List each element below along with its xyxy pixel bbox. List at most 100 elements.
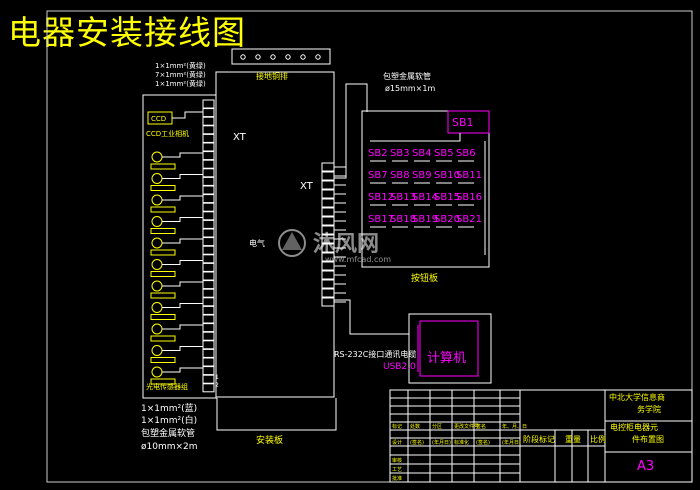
button-label: SB7 <box>368 170 388 181</box>
title-block-cell: 标准化 <box>454 439 469 446</box>
ccd-caption: CCD工业相机 <box>146 129 189 138</box>
sheet-size: A3 <box>637 459 654 474</box>
bottom-note-2: 1×1mm²(白) <box>141 414 197 426</box>
bottom-note-4: ø10mm×2m <box>141 442 198 452</box>
sensor-label-box <box>150 357 176 363</box>
title-block-cell: 标记 <box>392 423 402 430</box>
terminal-cell <box>202 116 215 126</box>
drawing-frame <box>46 10 693 483</box>
drawing-name: 电控柜电器元 <box>610 422 658 432</box>
xt-left-label: XT <box>233 132 247 143</box>
sensor-group <box>150 111 203 385</box>
sensor-label-box <box>150 378 176 385</box>
terminal-cell <box>202 159 215 169</box>
terminal-cell <box>321 171 335 181</box>
electrical-label: 电气 <box>249 238 265 248</box>
computer-label: 计算机 <box>427 351 466 366</box>
wire-note-3: 1×1mm²(黄绿) <box>155 79 206 88</box>
title-block-cell: 工艺 <box>392 467 402 473</box>
sensor-wire <box>162 152 203 158</box>
sensor-icon <box>151 173 163 184</box>
terminal-cell <box>202 168 215 178</box>
pipe-top-title: 包塑金属软管 <box>383 71 431 81</box>
watermark-url: www.mfcad.com <box>325 255 391 264</box>
sensor-wire <box>162 281 203 287</box>
company-name: 务学院 <box>637 404 661 414</box>
button-label: SB15 <box>434 192 460 203</box>
ground-hole <box>300 54 306 60</box>
terminal-cell <box>321 207 335 217</box>
terminal-num-2: 2 <box>215 382 219 389</box>
button-label: SB9 <box>412 170 432 181</box>
sensor-wire <box>162 346 203 351</box>
terminal-cell <box>202 357 215 367</box>
button-label: SB18 <box>390 214 416 225</box>
ccd-wire <box>172 111 203 119</box>
ccd-label: CCD <box>151 115 166 123</box>
button-label: SB11 <box>456 170 482 181</box>
terminal-cell <box>321 180 335 190</box>
terminal-cell <box>202 323 215 333</box>
terminal-cell <box>202 142 215 152</box>
sensor-wire <box>162 303 203 308</box>
terminal-cell <box>202 211 215 221</box>
button-label: SB16 <box>456 192 482 203</box>
button-label: SB4 <box>412 148 432 159</box>
title-block-cell: 更改文件号 <box>454 423 479 430</box>
title-block: 标记处数分区更改文件号签名年、月、日设计(签名)(年月日)标准化(签名)(年月日… <box>389 389 693 483</box>
drawing-name: 件布置图 <box>632 434 664 444</box>
sensor-wire <box>162 238 203 244</box>
ground-hole <box>255 54 261 60</box>
terminal-cell <box>202 280 215 290</box>
terminal-cell <box>321 162 335 172</box>
terminal-num-1: 1 <box>215 374 219 381</box>
bottom-note-3: 包塑金属软管 <box>141 427 195 439</box>
bottom-cable <box>216 398 337 431</box>
terminal-cell <box>202 254 215 264</box>
terminal-cell <box>202 305 215 315</box>
title-block-cell: 签名 <box>476 423 486 430</box>
ground-hole <box>240 54 246 60</box>
button-label: SB20 <box>434 214 460 225</box>
terminal-cell <box>202 176 215 186</box>
sb1-box <box>447 110 490 134</box>
title-block-cell: (签名) <box>410 439 424 446</box>
title-block-cell: (签名) <box>476 439 490 446</box>
terminal-cell <box>202 151 215 161</box>
mounting-plate: 接地铜排 1×1mm²(黄绿) 7×1mm²(黄绿) 1×1mm²(黄绿) CC… <box>142 48 346 399</box>
button-label: SB14 <box>412 192 438 203</box>
terminal-cell <box>202 108 215 118</box>
terminal-cell <box>202 237 215 247</box>
terminal-cell <box>202 366 215 376</box>
bottom-note-1: 1×1mm²(蓝) <box>141 402 197 414</box>
terminal-cell <box>321 198 335 208</box>
title-block-cell: 批准 <box>392 475 402 482</box>
terminal-cell <box>202 219 215 229</box>
terminal-cell <box>202 314 215 324</box>
mounting-board-label: 安装板 <box>256 434 283 446</box>
title-block-outline <box>389 389 693 483</box>
wire-note-2: 7×1mm²(黄绿) <box>155 70 206 79</box>
wire-note-1: 1×1mm²(黄绿) <box>155 61 206 70</box>
pipe-top-spec: ø15mm×1m <box>385 84 435 93</box>
title-block-cell: 处数 <box>410 423 420 430</box>
usb-label: USB2.0 <box>383 362 416 372</box>
sensor-icon <box>151 237 163 249</box>
sensor-icon <box>151 323 163 335</box>
terminal-cell <box>202 133 215 143</box>
button-label: SB21 <box>456 214 482 225</box>
weight-label: 重量 <box>565 434 581 444</box>
sensor-group-label: 光电传感器组 <box>146 382 188 391</box>
title-block-cell: 审核 <box>392 457 402 464</box>
button-label: SB13 <box>390 192 416 203</box>
sensor-wire <box>162 260 203 265</box>
button-bus <box>370 133 461 142</box>
watermark-logo-mark <box>282 232 302 250</box>
terminal-cell <box>321 288 335 298</box>
title-block-cell: 年、月、日 <box>502 423 527 430</box>
button-label: SB12 <box>368 192 394 203</box>
sensor-label-box <box>150 292 176 299</box>
terminal-cell <box>202 228 215 238</box>
